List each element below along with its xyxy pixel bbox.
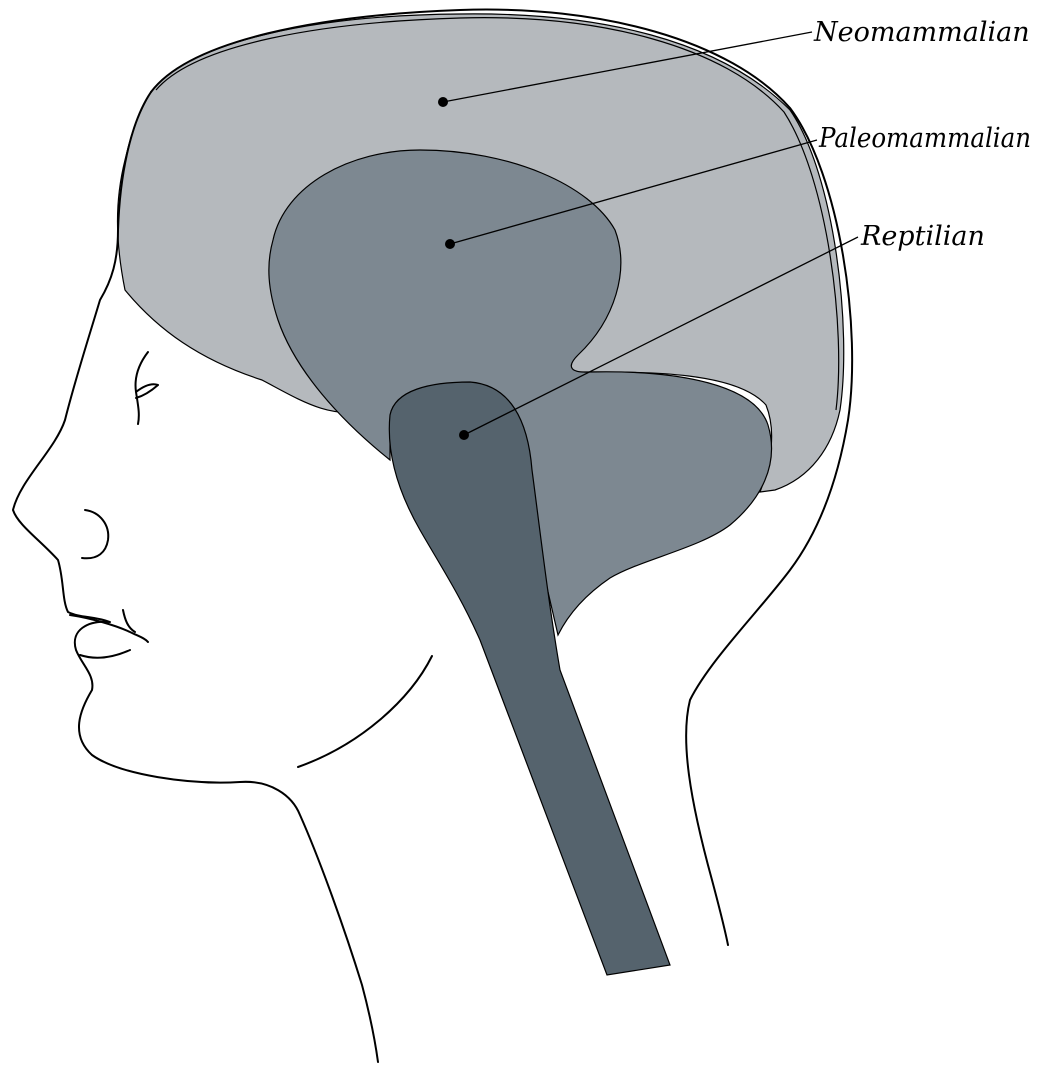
reptilian-dot xyxy=(459,430,469,440)
paleomammalian-label: Paleomammalian xyxy=(818,123,1031,154)
lower-lip xyxy=(80,650,130,658)
neomammalian-dot xyxy=(438,97,448,107)
neomammalian-label: Neomammalian xyxy=(813,17,1030,48)
reptilian-label: Reptilian xyxy=(860,221,985,252)
paleomammalian-dot xyxy=(445,239,455,249)
eye xyxy=(136,352,159,424)
ear xyxy=(82,510,108,558)
jaw-line xyxy=(298,656,432,767)
